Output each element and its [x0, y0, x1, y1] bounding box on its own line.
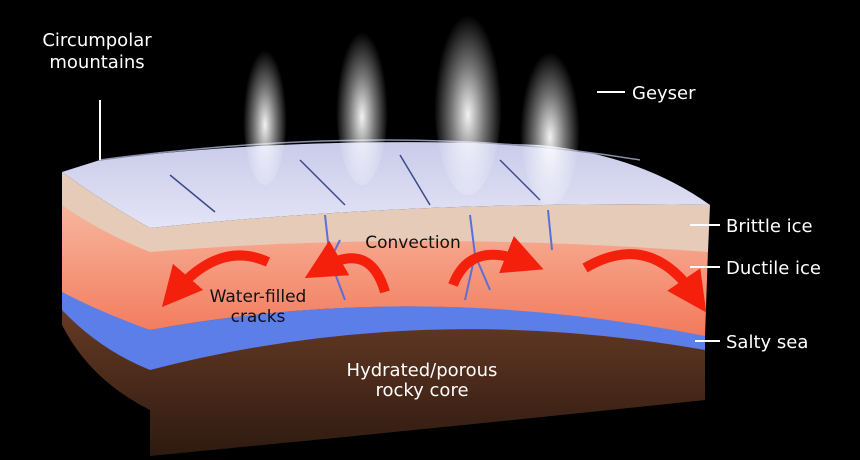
label-circumpolar-1: Circumpolar	[42, 30, 152, 51]
label-core-1: Hydrated/porous	[347, 360, 498, 381]
brittle-ice-layer	[62, 172, 710, 252]
label-leader-lines	[99, 91, 720, 342]
label-circumpolar-2: mountains	[49, 52, 144, 73]
label-brittle-ice: Brittle ice	[726, 216, 813, 237]
label-ductile-ice: Ductile ice	[726, 258, 821, 279]
label-cracks-1: Water-filled	[210, 287, 307, 307]
label-geyser: Geyser	[632, 83, 696, 104]
geyser-plumes	[243, 0, 580, 205]
label-salty-sea: Salty sea	[726, 332, 808, 353]
label-cracks-2: cracks	[231, 307, 286, 327]
salty-sea-layer	[62, 290, 705, 370]
label-convection: Convection	[365, 233, 460, 253]
surface-fractures	[169, 154, 541, 213]
label-core-2: rocky core	[375, 380, 468, 401]
convection-arrows	[161, 236, 707, 313]
ductile-ice-layer	[62, 200, 708, 336]
